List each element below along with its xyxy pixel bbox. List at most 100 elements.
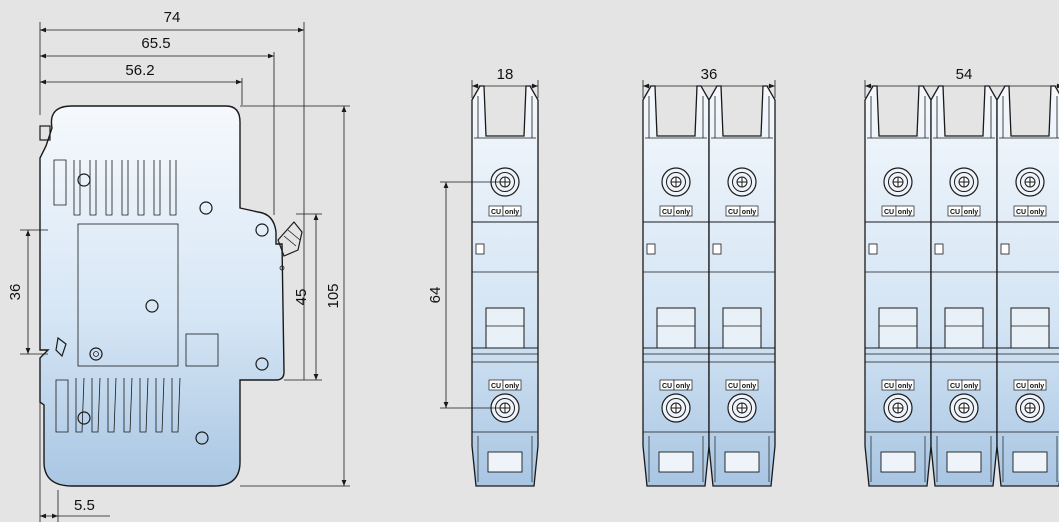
mark-box <box>739 205 759 217</box>
vent-fins-top <box>53 159 177 216</box>
handle-window <box>1010 307 1050 349</box>
cu-only-mark: CU only <box>947 379 981 391</box>
cu-only-mark: CU only <box>1013 205 1047 217</box>
mark-only-text: only <box>742 383 756 390</box>
breaker-side-body <box>39 105 285 487</box>
mark-cu-text: CU <box>662 383 672 390</box>
mark-only-text: only <box>505 383 519 390</box>
mark-only-text: only <box>898 383 912 390</box>
mark-only-text: only <box>1030 209 1044 216</box>
pole-body <box>996 85 1059 487</box>
terminal-screw-icon <box>1015 393 1045 423</box>
front-width-label: 18 <box>497 66 514 83</box>
cu-only-mark: CU only <box>881 205 915 217</box>
screw-ring <box>888 398 908 418</box>
rail-hook <box>55 336 67 358</box>
mark-only-text: only <box>1030 383 1044 390</box>
mark-cu-text: CU <box>491 383 501 390</box>
mark-cu-text: CU <box>728 383 738 390</box>
mark-box <box>961 379 981 391</box>
cu-only-mark: CU only <box>725 205 759 217</box>
bottom-clip <box>1012 451 1048 473</box>
pole-body <box>864 85 932 487</box>
front-height-label: 64 <box>427 287 444 304</box>
top-clip <box>39 125 51 141</box>
mark-cu-text: CU <box>950 209 960 216</box>
mark-cu-text: CU <box>1016 209 1026 216</box>
handle-window <box>485 307 525 349</box>
side-notch <box>475 243 485 255</box>
mark-box <box>961 205 981 217</box>
side-view: 74 65.5 56.2 105 45 36 5.5 <box>7 9 350 522</box>
screw-ring <box>954 398 974 418</box>
mark-cu-text: CU <box>884 209 894 216</box>
mark-only-text: only <box>742 209 756 216</box>
pole-body <box>708 85 776 487</box>
mark-cu-text: CU <box>491 209 501 216</box>
handle-window <box>722 307 762 349</box>
bottom-clip <box>487 451 523 473</box>
screw-ring <box>666 398 686 418</box>
side-notch <box>868 243 878 255</box>
mark-only-text: only <box>964 383 978 390</box>
mark-only-text: only <box>898 209 912 216</box>
screw-ring <box>1020 398 1040 418</box>
side-notch <box>1000 243 1010 255</box>
terminal-screw-icon <box>661 393 691 423</box>
mark-cu-text: CU <box>728 209 738 216</box>
screw-ring <box>954 172 974 192</box>
mark-only-text: only <box>676 209 690 216</box>
bottom-clip <box>946 451 982 473</box>
dim-label-105: 105 <box>325 283 342 308</box>
cu-only-mark: CU only <box>725 379 759 391</box>
rivets <box>77 173 285 445</box>
mark-cu-text: CU <box>950 383 960 390</box>
dim-label-36: 36 <box>7 284 24 301</box>
mark-cu-text: CU <box>662 209 672 216</box>
screw-ring <box>1020 172 1040 192</box>
mark-box <box>502 379 522 391</box>
toggle-lever <box>277 221 303 257</box>
mark-box <box>895 379 915 391</box>
handle-window <box>656 307 696 349</box>
dim-label-56-2: 56.2 <box>125 62 154 79</box>
mark-only-text: only <box>505 209 519 216</box>
mark-box <box>673 205 693 217</box>
vent-fins-bottom <box>55 377 181 433</box>
terminal-screw-icon <box>949 393 979 423</box>
cu-only-mark: CU only <box>488 205 522 217</box>
cu-only-mark: CU only <box>488 379 522 391</box>
terminal-screw-icon <box>949 167 979 197</box>
pole-body <box>642 85 710 487</box>
bottom-clip <box>880 451 916 473</box>
cu-only-mark: CU only <box>659 205 693 217</box>
dim-label-65-5: 65.5 <box>141 35 170 52</box>
screw-ring <box>666 172 686 192</box>
mark-box <box>1027 379 1047 391</box>
mark-box <box>1027 205 1047 217</box>
handle-window <box>878 307 918 349</box>
mark-only-text: only <box>676 383 690 390</box>
dim-label-74: 74 <box>164 9 181 26</box>
side-notch <box>934 243 944 255</box>
screw-ring <box>732 172 752 192</box>
mark-box <box>502 205 522 217</box>
bottom-clip <box>658 451 694 473</box>
side-notch <box>712 243 722 255</box>
screw-ring <box>732 398 752 418</box>
mark-only-text: only <box>964 209 978 216</box>
terminal-screw-icon <box>661 167 691 197</box>
dim-label-5-5: 5.5 <box>74 497 95 514</box>
mark-box <box>739 379 759 391</box>
bottom-clip <box>724 451 760 473</box>
front-width-label: 36 <box>701 66 718 83</box>
